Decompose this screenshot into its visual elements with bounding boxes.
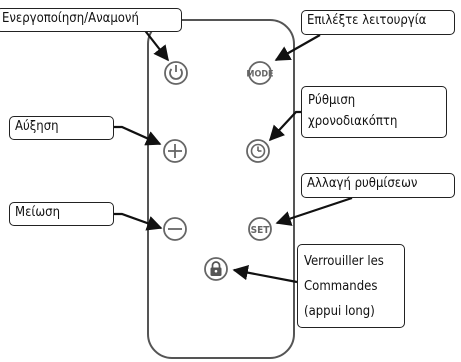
label-lock-line1: Verrouiller les (304, 254, 384, 269)
arrow-mode (274, 34, 321, 61)
lock-button[interactable] (204, 257, 228, 281)
label-lock: Verrouiller les Commandes (appui long) (297, 244, 405, 328)
lock-icon (210, 261, 222, 276)
arrow-settings (275, 196, 353, 226)
label-settings: Αλλαγή ρυθμίσεων (301, 173, 455, 198)
arrow-increase (114, 125, 162, 146)
arrow-timer (268, 110, 302, 142)
label-timer-line1: Ρύθμιση (308, 93, 356, 108)
label-increase: Αύξηση (9, 116, 114, 140)
label-mode: Επιλέξτε λειτουργία (301, 10, 455, 35)
arrow-lock (232, 265, 298, 284)
label-power: Ενεργοποίηση/Αναμονή (0, 8, 182, 32)
label-timer: Ρύθμιση χρονοδιακόπτη (301, 86, 447, 138)
decrease-button[interactable] (163, 217, 187, 241)
plus-icon (168, 144, 182, 158)
mode-button[interactable]: MODE (246, 61, 274, 85)
timer-button[interactable] (246, 139, 270, 163)
power-button[interactable] (164, 61, 188, 85)
label-lock-line2: Commandes (304, 279, 378, 294)
clock-icon (250, 143, 266, 159)
label-lock-line3: (appui long) (304, 304, 375, 319)
arrow-power (142, 27, 169, 62)
callout-arrows (114, 27, 353, 284)
settings-button[interactable]: SET (248, 217, 272, 241)
increase-button[interactable] (163, 139, 187, 163)
arrow-decrease (114, 212, 163, 231)
mode-icon: MODE (246, 70, 273, 80)
label-timer-line2: χρονοδιακόπτη (308, 114, 398, 129)
label-decrease: Μείωση (9, 202, 114, 226)
power-icon (169, 65, 183, 80)
set-icon: SET (251, 225, 271, 236)
